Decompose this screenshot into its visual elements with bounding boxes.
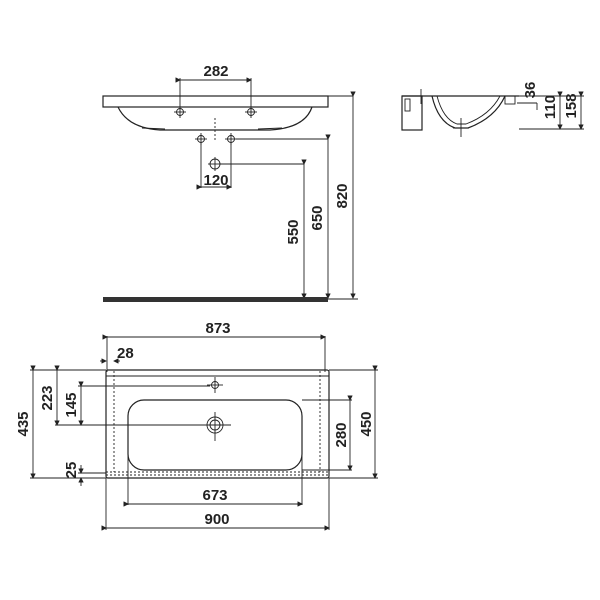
tap-hole-icon bbox=[207, 377, 223, 393]
waste-connection-icon bbox=[195, 133, 237, 171]
dim-tap-spacing: 282 bbox=[203, 63, 228, 80]
front-view: 282 120 550 650 820 bbox=[102, 63, 358, 302]
side-view: 36 110 158 bbox=[401, 82, 584, 137]
dim-total-width: 900 bbox=[204, 511, 229, 528]
dim-tap-from-back: 223 bbox=[39, 385, 56, 410]
dim-height-820: 820 bbox=[334, 183, 351, 208]
dim-height-650: 650 bbox=[309, 205, 326, 230]
dim-outer-depth: 450 bbox=[358, 411, 375, 436]
floor-hatch bbox=[103, 297, 328, 302]
dim-height-550: 550 bbox=[285, 219, 302, 244]
dim-edge-offset: 28 bbox=[117, 345, 134, 362]
dim-waste-spacing: 120 bbox=[203, 172, 228, 189]
dim-bowl-depth: 110 bbox=[542, 95, 559, 119]
top-view: 873 28 435 223 145 25 280 450 673 bbox=[15, 320, 378, 531]
dim-bowl-width: 673 bbox=[202, 487, 227, 504]
dim-front-offset: 25 bbox=[63, 462, 80, 479]
dim-total-height: 158 bbox=[563, 93, 580, 118]
dim-bowl-depth-top: 280 bbox=[333, 422, 350, 447]
dim-total-depth: 435 bbox=[15, 411, 32, 436]
dim-top-thickness: 36 bbox=[522, 82, 539, 99]
dim-drain-from-back: 145 bbox=[63, 392, 80, 417]
drain-icon bbox=[203, 412, 231, 441]
basin-top-slab bbox=[102, 95, 329, 108]
dim-inner-width: 873 bbox=[205, 320, 230, 337]
tap-hole-icon bbox=[174, 106, 257, 118]
